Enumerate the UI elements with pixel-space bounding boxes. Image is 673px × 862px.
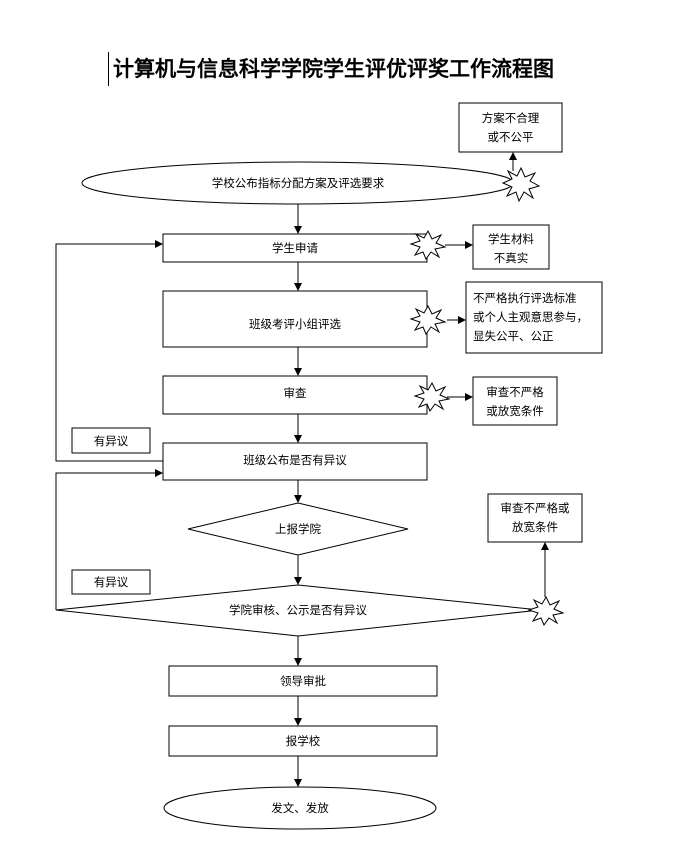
node-class-review-label: 班级考评小组评选 [249, 317, 341, 331]
burst-check [413, 381, 451, 413]
node-announce-label: 学校公布指标分配方案及评选要求 [211, 176, 385, 190]
node-check-shape [162, 375, 428, 415]
note-unfair-box [465, 281, 603, 354]
node-issue-shape [163, 786, 437, 830]
note-loose1-line1: 审查不严格 [486, 385, 544, 399]
node-class-review-shape [162, 290, 428, 348]
note-loose2-line2: 放宽条件 [512, 520, 558, 534]
node-leader-shape [168, 665, 438, 697]
note-unreasonable-line1: 方案不合理 [481, 111, 540, 125]
node-class-publish-shape [162, 442, 428, 481]
node-leader-label: 领导审批 [280, 674, 326, 688]
objection-label-1: 有异议 [93, 434, 129, 448]
note-loose2-box [487, 493, 583, 543]
node-issue-label: 发文、发放 [271, 801, 329, 815]
note-material-line2: 不真实 [493, 251, 529, 265]
note-unfair-line2: 或个人主观意思参与， [473, 310, 588, 324]
note-unreasonable-box [458, 102, 563, 153]
note-material-box [472, 224, 550, 270]
objection-box-1 [71, 427, 151, 454]
note-unfair-line1: 不严格执行评选标准 [473, 291, 577, 305]
note-loose2-line1: 审查不严格或 [500, 501, 570, 515]
node-check-label: 审查 [283, 386, 307, 400]
burst-review [409, 304, 447, 336]
objection-box-2 [71, 569, 151, 595]
burst-announce [501, 166, 541, 203]
loop-objection-1 [55, 240, 163, 462]
node-to-school-shape [168, 725, 438, 757]
burst-apply [409, 229, 447, 261]
note-unreasonable-line2: 或不公平 [487, 130, 534, 144]
node-college-review-label: 学院审核、公示是否有异议 [229, 603, 367, 617]
note-material-line1: 学生材料 [488, 232, 534, 246]
node-report-label: 上报学院 [275, 522, 321, 536]
loop-objection-2 [55, 469, 163, 610]
node-apply-label: 学生申请 [272, 241, 318, 255]
node-apply-shape [162, 233, 428, 263]
page-title: 计算机与信息科学学院学生评优评奖工作流程图 [108, 52, 633, 86]
burst-college [527, 595, 565, 627]
note-loose1-line2: 或放宽条件 [486, 404, 544, 418]
note-loose1-box [472, 376, 558, 426]
objection-label-2: 有异议 [93, 575, 129, 589]
note-unfair-line3: 显失公平、公正 [473, 329, 554, 343]
node-to-school-label: 报学校 [285, 734, 321, 748]
node-class-publish-label: 班级公布是否有异议 [243, 453, 347, 467]
